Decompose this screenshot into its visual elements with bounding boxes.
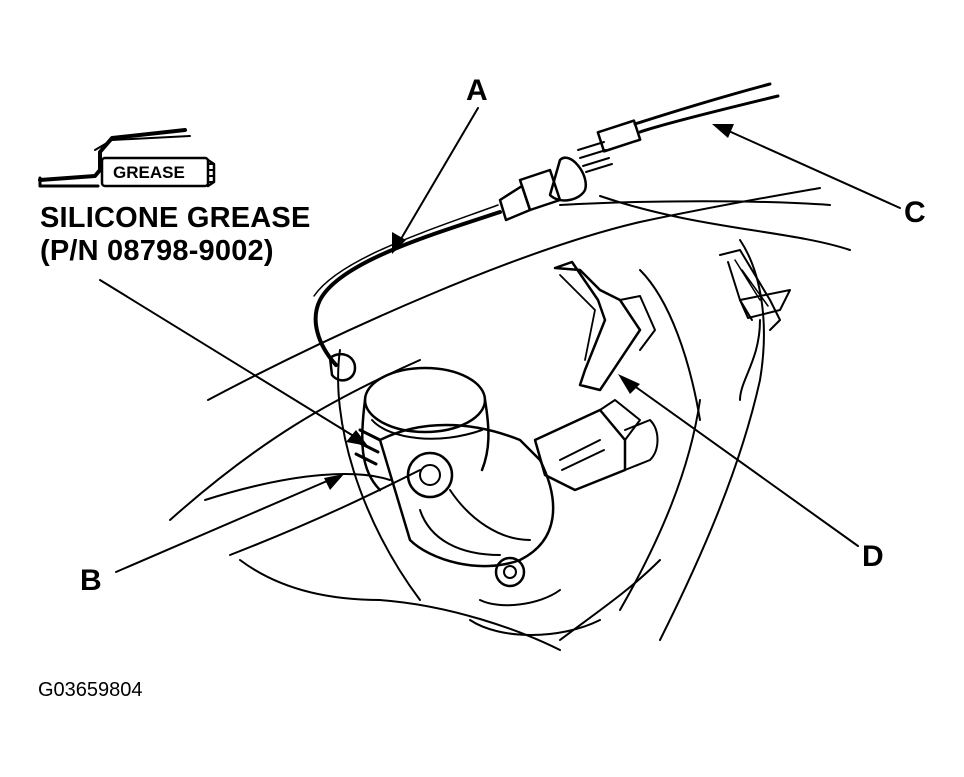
arrowheads	[324, 124, 734, 490]
grease-tube-icon: GREASE	[38, 128, 216, 188]
arrowhead-d	[618, 374, 640, 394]
body-panels	[169, 187, 851, 651]
figure-id: G03659804	[38, 679, 143, 701]
grease-tube-label: GREASE	[113, 163, 185, 182]
leader-b	[115, 477, 335, 573]
arrowhead-c	[712, 124, 734, 138]
arrowhead-grease	[346, 430, 368, 446]
throttle-body	[354, 260, 659, 636]
leader-grease	[99, 279, 361, 441]
throttle-cable	[313, 82, 780, 382]
leader-c	[721, 127, 901, 209]
grease-part-number: (P/N 08798-9002)	[40, 235, 274, 267]
arrowhead-b	[324, 474, 344, 490]
callout-d: D	[862, 540, 884, 573]
callout-c: C	[904, 196, 926, 229]
leader-d	[625, 379, 859, 547]
leader-lines	[99, 107, 901, 573]
leader-a	[397, 107, 479, 245]
arrowhead-a	[392, 232, 406, 254]
callout-a: A	[466, 74, 488, 107]
grease-name-label: SILICONE GREASE	[40, 202, 311, 234]
callout-b: B	[80, 564, 102, 597]
